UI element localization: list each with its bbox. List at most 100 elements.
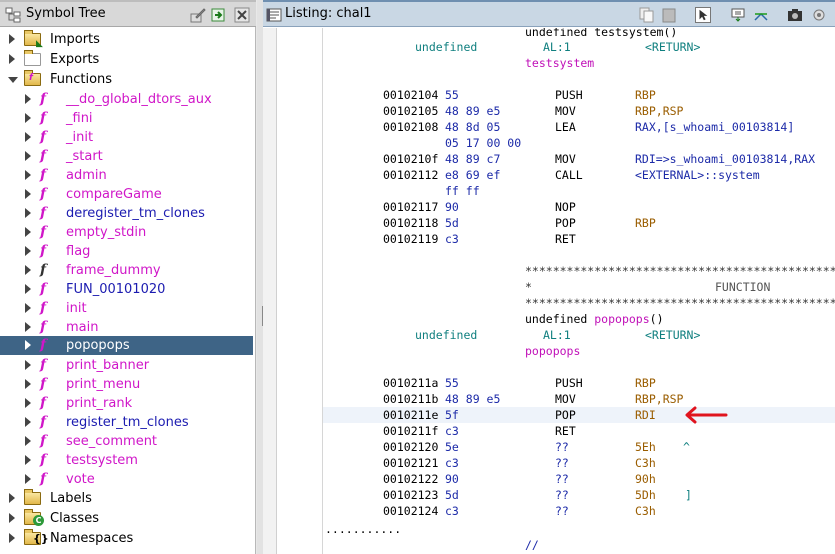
expand-arrow-icon[interactable] — [25, 227, 31, 237]
expand-arrow-icon[interactable] — [25, 455, 31, 465]
instr-address[interactable]: 0010210f — [383, 152, 439, 166]
function-item[interactable]: f_fini — [0, 109, 253, 128]
copy-icon[interactable] — [639, 7, 655, 23]
expand-arrow-icon[interactable] — [25, 417, 31, 427]
instr-operand[interactable]: RBP,RSP — [635, 392, 684, 406]
tree-node-classes[interactable]: C Classes — [0, 509, 253, 528]
instr-mnemonic[interactable]: PUSH — [555, 376, 583, 390]
instr-mnemonic[interactable]: NOP — [555, 200, 576, 214]
function-item[interactable]: f_start — [0, 147, 253, 166]
function-item[interactable]: f__do_global_dtors_aux — [0, 90, 253, 109]
flow-arrows-icon[interactable] — [753, 7, 769, 23]
instr-address[interactable]: 00102105 — [383, 104, 439, 118]
instr-address[interactable]: 00102123 — [383, 488, 439, 502]
data-value[interactable]: C3h — [635, 504, 656, 518]
data-undefined[interactable]: ?? — [555, 504, 569, 518]
data-value[interactable]: 5Eh — [635, 440, 656, 454]
instr-mnemonic[interactable]: MOV — [555, 152, 576, 166]
tree-node-imports[interactable]: ◣ Imports — [0, 30, 253, 49]
function-label[interactable]: popopops — [525, 344, 581, 358]
expand-arrow-icon[interactable] — [25, 189, 31, 199]
edit-icon[interactable] — [190, 7, 206, 23]
expand-arrow-icon[interactable] — [9, 493, 15, 503]
expand-arrow-icon[interactable] — [25, 94, 31, 104]
instr-address[interactable]: 00102112 — [383, 168, 439, 182]
snapshot-icon[interactable] — [730, 7, 746, 23]
instr-operand[interactable]: RBP,RSP — [635, 104, 684, 118]
instr-mnemonic[interactable]: RET — [555, 424, 576, 438]
data-value[interactable]: 5Dh — [635, 488, 656, 502]
instr-mnemonic[interactable]: MOV — [555, 392, 576, 406]
function-signature[interactable]: undefined popopops() — [525, 312, 664, 326]
instr-address[interactable]: 00102124 — [383, 504, 439, 518]
expand-arrow-icon[interactable] — [25, 113, 31, 123]
data-value[interactable]: 90h — [635, 472, 656, 486]
instr-operand[interactable]: RBP — [635, 216, 656, 230]
expand-arrow-icon[interactable] — [25, 379, 31, 389]
expand-arrow-icon[interactable] — [25, 208, 31, 218]
instr-address[interactable]: 0010211b — [383, 392, 439, 406]
expand-arrow-icon[interactable] — [25, 398, 31, 408]
instr-operand[interactable]: RBP — [635, 376, 656, 390]
instr-operand[interactable]: <EXTERNAL>::system — [635, 168, 760, 182]
instr-address[interactable]: 0010211f — [383, 424, 439, 438]
instr-address[interactable]: 00102117 — [383, 200, 439, 214]
close-icon[interactable] — [234, 7, 250, 23]
instr-operand[interactable]: RBP — [635, 88, 656, 102]
instr-mnemonic[interactable]: LEA — [555, 120, 576, 134]
instr-operand[interactable]: RDI=>s_whoami_00103814,RAX — [635, 152, 816, 166]
listing-gutter[interactable] — [263, 28, 277, 554]
instr-operand[interactable]: RDI — [635, 408, 656, 422]
data-value[interactable]: C3h — [635, 456, 656, 470]
instr-address[interactable]: 00102119 — [383, 232, 439, 246]
tree-node-namespaces[interactable]: {} Namespaces — [0, 529, 253, 548]
function-item[interactable]: f_init — [0, 128, 253, 147]
collapse-arrow-icon[interactable] — [8, 77, 18, 83]
listing-body[interactable]: undefined testsystem() undefined AL:1 <R… — [323, 28, 835, 554]
expand-arrow-icon[interactable] — [9, 533, 15, 543]
tree-node-labels[interactable]: Labels — [0, 489, 253, 508]
instr-mnemonic[interactable]: RET — [555, 232, 576, 246]
instr-address[interactable]: 00102122 — [383, 472, 439, 486]
instr-address[interactable]: 0010211e — [383, 408, 439, 422]
data-undefined[interactable]: ?? — [555, 440, 569, 454]
instr-address[interactable]: 00102104 — [383, 88, 439, 102]
expand-arrow-icon[interactable] — [25, 246, 31, 256]
expand-arrow-icon[interactable] — [9, 34, 15, 44]
tree-node-functions[interactable]: f Functions — [0, 70, 253, 89]
expand-arrow-icon[interactable] — [25, 170, 31, 180]
navigate-icon[interactable] — [210, 7, 226, 23]
instr-address[interactable]: 00102121 — [383, 456, 439, 470]
instr-address[interactable]: 00102118 — [383, 216, 439, 230]
expand-arrow-icon[interactable] — [25, 284, 31, 294]
expand-arrow-icon[interactable] — [25, 303, 31, 313]
paste-icon[interactable] — [661, 7, 677, 23]
instr-address[interactable]: 00102108 — [383, 120, 439, 134]
expand-arrow-icon[interactable] — [25, 151, 31, 161]
function-label[interactable]: testsystem — [525, 56, 595, 70]
listing-margin[interactable] — [277, 28, 323, 554]
expand-arrow-icon[interactable] — [25, 265, 31, 275]
instr-operand[interactable]: RAX,[s_whoami_00103814] — [635, 120, 795, 134]
instr-mnemonic[interactable]: PUSH — [555, 88, 583, 102]
instr-address[interactable]: 0010211a — [383, 376, 439, 390]
expand-arrow-icon[interactable] — [9, 54, 15, 64]
instr-mnemonic[interactable]: CALL — [555, 168, 583, 182]
panel-splitter[interactable] — [257, 0, 263, 554]
expand-arrow-icon[interactable] — [25, 436, 31, 446]
expand-arrow-icon[interactable] — [9, 513, 15, 523]
expand-arrow-icon[interactable] — [25, 340, 31, 350]
expand-arrow-icon[interactable] — [25, 132, 31, 142]
